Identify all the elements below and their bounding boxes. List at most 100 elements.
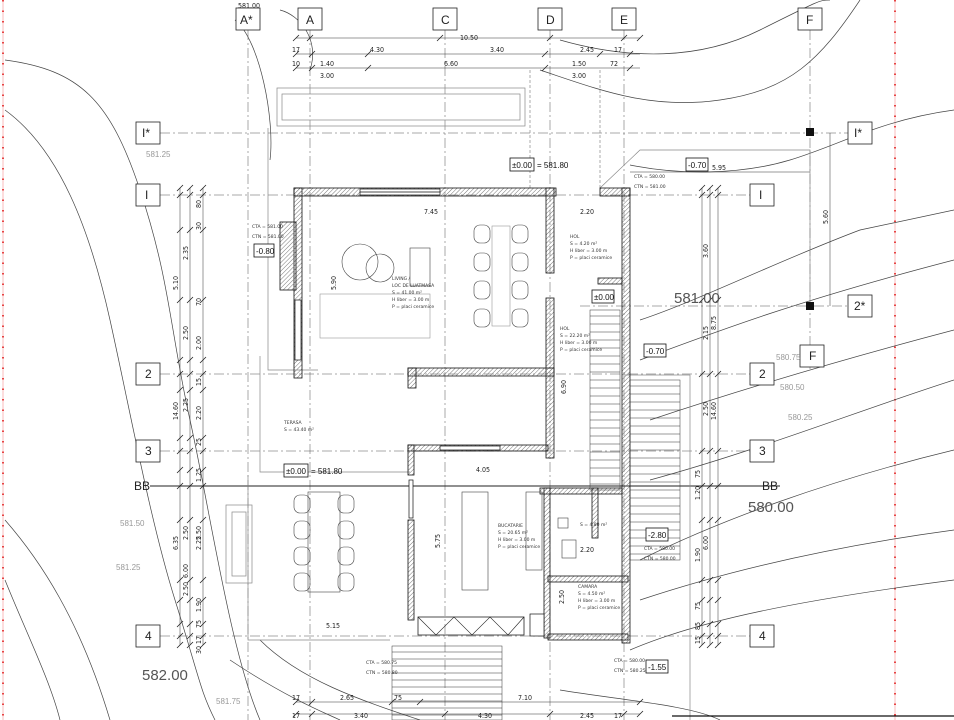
dim-tick [416,698,424,706]
grid-label-col: E [620,13,628,27]
dim-top-row3: 3.00 [320,72,334,80]
dim-kitchen-h: 5.75 [434,534,442,548]
dim-tick [706,620,714,628]
room-bucatarie: BUCATARIE [498,523,523,529]
grid-label-row-right: I* [854,126,862,140]
dim-tick [706,516,714,524]
dim-tick [199,576,207,584]
dim-header-fragment: 581.00 [238,2,260,10]
grid-bubble-row [135,362,161,386]
room-bucatarie: P = placi ceramice [498,544,540,550]
furniture [307,225,577,593]
room-hol-2: HOL [560,326,570,332]
dim-tick [714,516,722,524]
room-hol-2: S = 22.20 m² [560,333,590,339]
dim-tick [176,447,184,455]
dim-tick [176,632,184,640]
dim-right-inner: 15 [694,636,702,644]
dim-tick [199,386,207,394]
dim-right-mid: 6.00 [702,536,710,550]
dim-tick [186,370,194,378]
level-box [591,289,615,304]
dim-tick [706,184,714,192]
chair [337,494,355,514]
black-column [806,128,814,136]
dim-tick [626,64,634,72]
dim-living-h: 5.90 [330,276,338,290]
dim-top-row1: 17 [292,46,300,54]
ctn-top: CTN = 581.00 [634,184,666,190]
room-bucatarie: H liber = 3.00 m [498,537,535,543]
dim-tick [186,516,194,524]
dim-tick [626,50,634,58]
elev-left-bottom: 582.00 [142,667,188,684]
dim-tick [186,482,194,490]
dim-tick [176,434,184,442]
dim-left-mid: 2.35 [182,246,190,260]
room-living: S = 41.00 m² [392,290,422,296]
dim-right-mid: 2.15 [702,326,710,340]
level-box [643,343,667,358]
dim-tick [292,698,300,706]
room-hol-1: S = 4.20 m² [570,241,597,247]
dim-left-mid: 2.50 [182,326,190,340]
dim-tick [636,698,644,706]
dim-tick [714,482,722,490]
dim-left-inner: 15 [195,378,203,386]
dim-tick [306,34,314,42]
dim-left-inner: 80 [195,200,203,208]
dim-tick [620,34,628,42]
dim-tick [698,620,706,628]
chair [337,572,355,592]
axis-grid [160,30,850,720]
dim-bottom-row2: 17 [614,712,622,720]
dim-left-inner: 2.25 [195,536,203,550]
dim-tick [308,698,316,706]
grid-label-row-right: I [759,188,762,202]
dimension-lines [179,37,831,715]
chair [293,520,311,540]
dim-tick [636,710,644,718]
dim-tick [308,50,316,58]
grid-bubble-row-right [799,344,825,368]
elev-right-mid3: 580.25 [788,413,813,422]
dim-right-outer: 14.60 [710,402,718,420]
room-living: P = placi ceramice [392,304,434,310]
dim-tick [176,596,184,604]
dim-tick [176,356,184,364]
dim-bottom-row2: 3.40 [354,712,368,720]
dim-tick [186,386,194,394]
dim-right-mid: 3.60 [702,244,710,258]
chair [473,280,491,300]
dim-tick [308,710,316,718]
level-absolute: = 581.80 [537,161,569,170]
elev-left-low: 581.75 [216,697,241,706]
chair [473,252,491,272]
grid-bubble-row [135,624,161,648]
cta-right2: CTA = 580.00 [644,546,675,552]
dim-tick [176,191,184,199]
level-value: -0.70 [646,347,665,356]
dim-tick [441,710,449,718]
dim-right-inner: 75 [694,470,702,478]
dim-right-inner: 1.90 [694,548,702,562]
dim-tick [292,34,300,42]
room-bath: S = 4.80 m² [580,522,607,528]
grid-label-col: A [306,13,314,27]
level-value: -2.80 [648,531,667,540]
dim-tick [292,50,300,58]
dim-tick [199,632,207,640]
dim-tick [199,226,207,234]
dim-left-inner: 2.50 [195,526,203,540]
room-hol-1: HOL [570,234,580,240]
dim-tick [364,64,372,72]
dim-tick [698,576,706,584]
cta-bottom: CTA = 580.75 [366,660,397,666]
dim-tick [546,34,554,42]
level-markers: ±0.00= 581.80±0.00= 581.80-0.70-0.70-0.8… [253,157,709,674]
elev-right-top: 581.00 [674,290,720,307]
dim-tick [176,386,184,394]
level-value: ±0.00 [286,467,307,476]
grid-label-row: 3 [145,444,152,458]
dim-tick [706,596,714,604]
